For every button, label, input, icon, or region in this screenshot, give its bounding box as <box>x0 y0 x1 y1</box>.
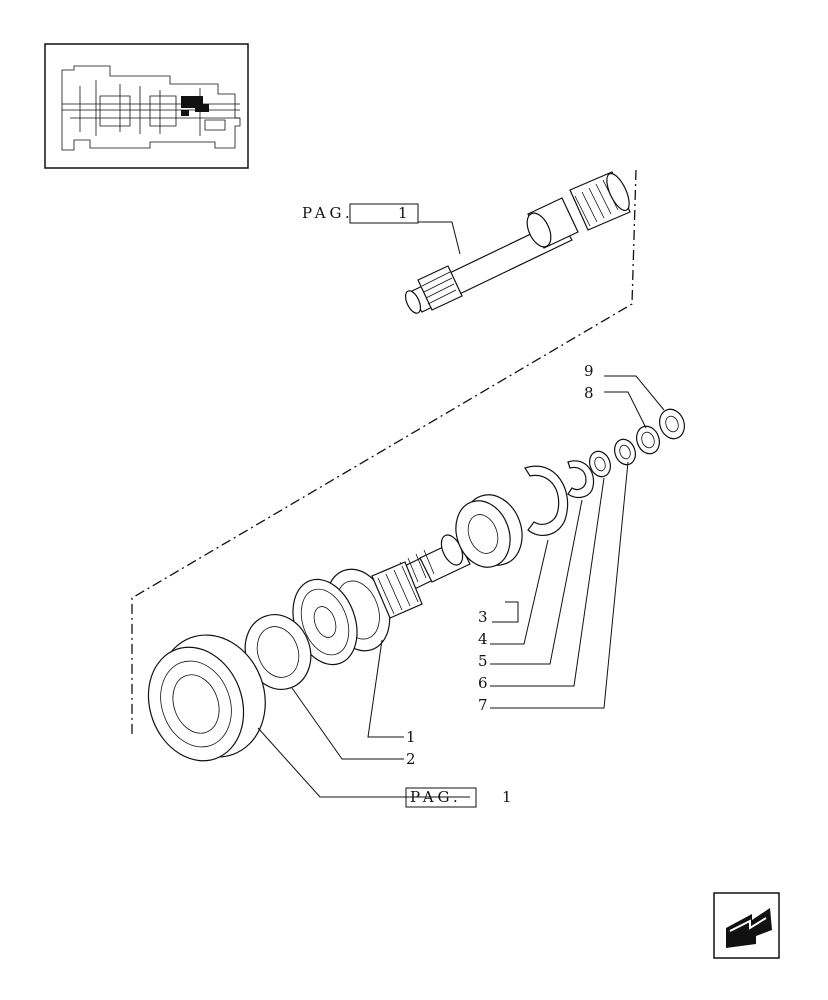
page-ref-top-text: PAG. <box>302 204 354 222</box>
ring-part-7 <box>614 438 636 466</box>
callout-5: 5 <box>478 652 488 670</box>
page-ref-top[interactable]: PAG. 1 <box>302 203 419 224</box>
transmission-locator-icon <box>44 43 249 169</box>
ring-part-6 <box>589 450 611 478</box>
thrust-washer-part-2 <box>244 614 312 690</box>
ring-part-8 <box>636 425 660 455</box>
page-ref-bottom[interactable]: PAG. 1 <box>405 787 512 808</box>
snap-ring-part-4 <box>524 465 569 537</box>
page-ref-bottom-number: 1 <box>502 788 512 806</box>
upper-shaft <box>404 171 631 314</box>
assembly-outline <box>131 169 637 735</box>
callout-8: 8 <box>584 384 594 402</box>
leader-lines <box>257 221 665 798</box>
circlip-part-5 <box>567 460 595 499</box>
callout-9: 9 <box>584 362 594 380</box>
callout-7: 7 <box>478 696 488 714</box>
synchro-hub-reference <box>147 634 266 762</box>
page-ref-top-number: 1 <box>398 204 408 222</box>
callout-4: 4 <box>478 630 488 648</box>
back-arrow-icon[interactable] <box>713 892 780 959</box>
callout-2: 2 <box>406 750 416 768</box>
ring-part-9 <box>659 408 685 440</box>
callout-3: 3 <box>478 608 488 626</box>
bearing-part-3 <box>455 494 523 568</box>
page-ref-bottom-text: PAG. <box>410 788 462 806</box>
callout-6: 6 <box>478 674 488 692</box>
callout-1: 1 <box>406 728 416 746</box>
